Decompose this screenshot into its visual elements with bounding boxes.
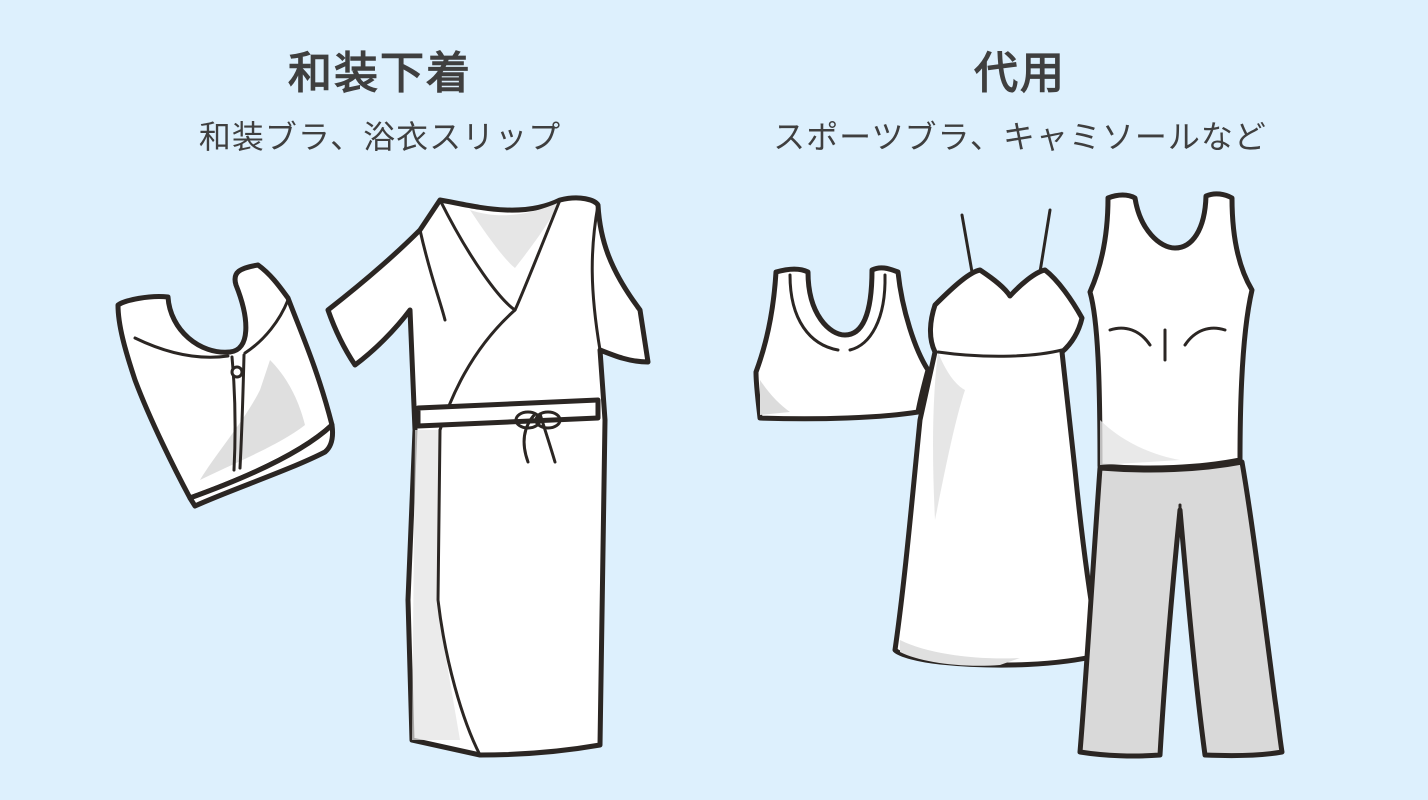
- camisole-slip-illustration: [892, 208, 1103, 668]
- right-heading: 代用: [974, 48, 1066, 99]
- pants-illustration: [1077, 459, 1285, 759]
- left-subheading: 和装ブラ、浴衣スリップ: [198, 118, 562, 156]
- sports-bra-illustration: [753, 265, 931, 422]
- left-heading: 和装下着: [288, 48, 472, 99]
- right-subheading: スポーツブラ、キャミソールなど: [773, 118, 1267, 156]
- yukata-slip-illustration: [325, 195, 651, 758]
- wasou-bra-illustration: [115, 262, 335, 509]
- tank-top-illustration: [1087, 191, 1255, 471]
